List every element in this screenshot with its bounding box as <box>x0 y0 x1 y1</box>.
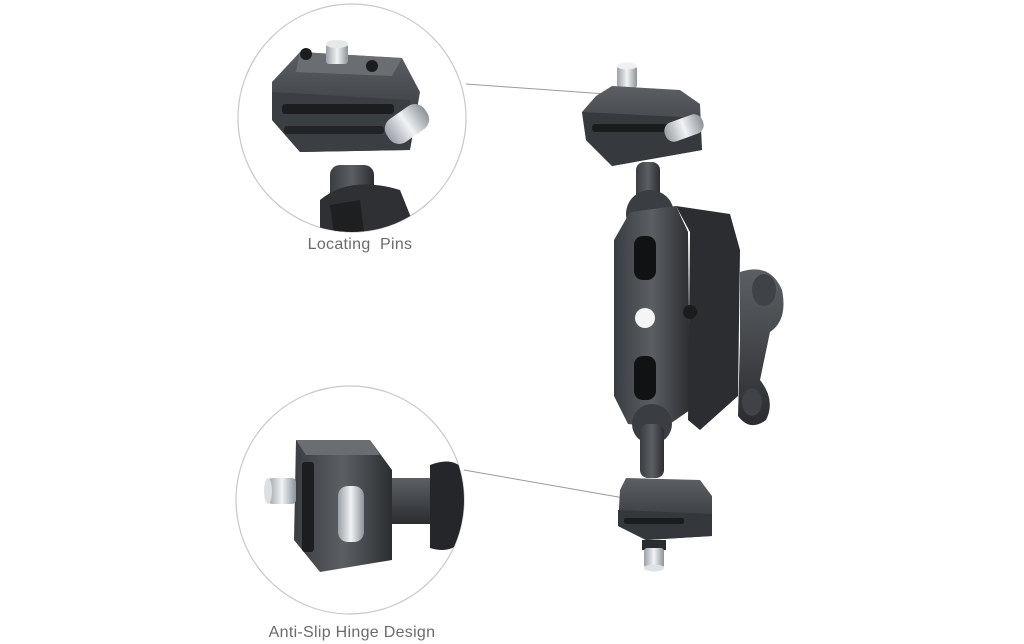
ball-head-arm <box>582 62 784 572</box>
top-leader-line <box>465 83 607 95</box>
bottom-leader-line <box>463 469 625 499</box>
anti-slip-hinge-label: Anti-Slip Hinge Design <box>268 624 436 641</box>
locating-pins-label: Locating Pins <box>307 236 413 253</box>
bottom-detail-callout <box>235 385 465 615</box>
top-detail-callout <box>237 3 467 233</box>
